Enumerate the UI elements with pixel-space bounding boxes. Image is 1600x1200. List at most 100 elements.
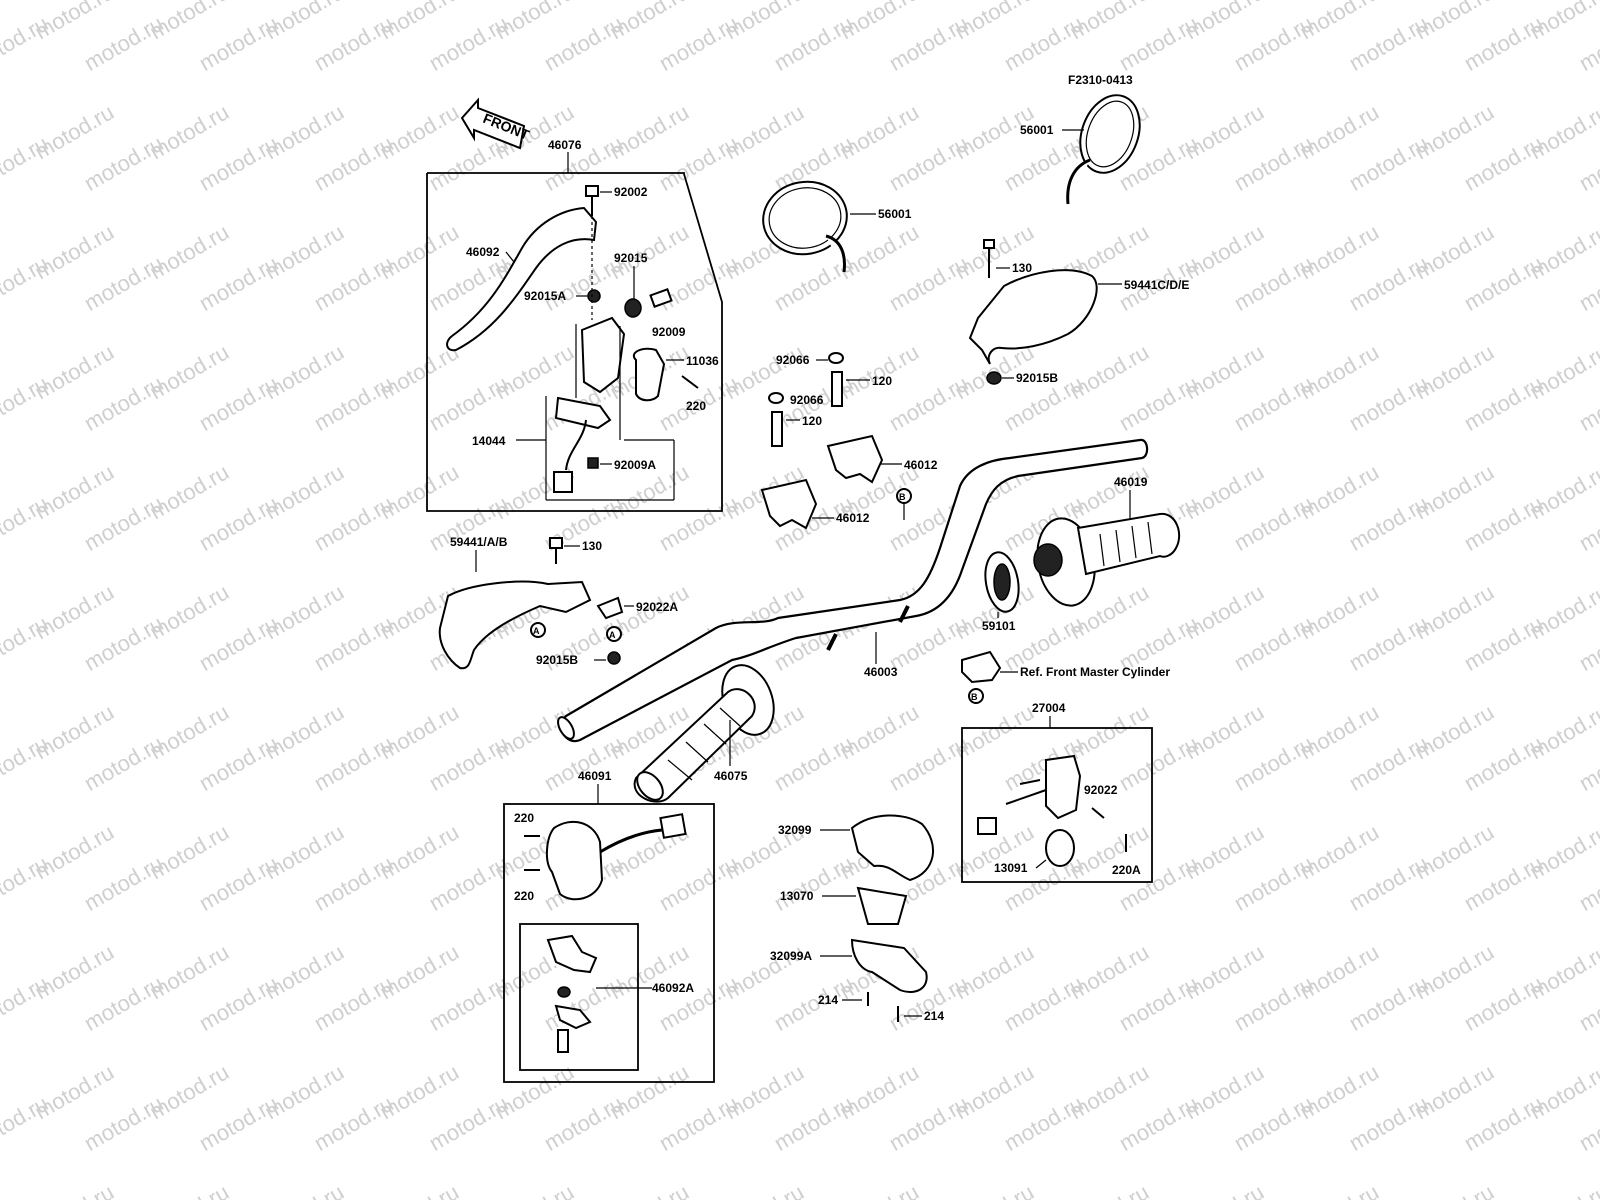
watermark-text: motod.ru [195,731,283,796]
watermark-text: motod.ru [80,11,168,76]
label-130-left: 130 [582,539,602,553]
watermark-text: motod.ru [655,131,743,196]
watermark-text: motod.ru [310,11,398,76]
handguard-59441CDE-part [968,269,1098,365]
holder-46012-b-part [760,478,818,530]
watermark-text: motod.ru [1000,971,1088,1036]
label-120-a: 120 [872,374,892,388]
ref-circle-a-left [530,622,546,638]
washer-92015-part [624,298,642,318]
watermark-text: motod.ru [1115,11,1203,76]
ref-a-left: A [533,626,540,636]
watermark-text: motod.ru [195,491,283,556]
mirror-56001-left-part [762,180,848,256]
watermark-text: motod.ru [425,731,513,796]
watermark-text: motod.ru [1345,251,1433,316]
watermark-text: motod.ru [195,611,283,676]
label-59441AB: 59441/A/B [450,535,508,549]
watermark-text: motod.ru [1460,251,1548,316]
watermark-text: motod.ru [310,611,398,676]
label-46012-a: 46012 [904,458,938,472]
clutch-lever-assembly-group: 46076 92002 46092 92015 92015A 92009 110… [426,138,723,512]
right-grip-group: 46019 59101 [982,475,1181,633]
watermark-text: motod.ru [195,251,283,316]
watermark-text: motod.ru [655,851,743,916]
housing-32099-part [850,814,935,882]
watermark-text: motod.ru [1345,971,1433,1036]
cable-guide-13070-part [856,886,908,925]
watermark-text: motod.ru [950,1179,1038,1200]
handlebar-group: B 46003 [557,438,1149,743]
watermark-text: motod.ru [1345,491,1433,556]
watermark-text: motod.ru [80,131,168,196]
watermark-text: motod.ru [1525,1179,1600,1200]
watermark-text: motod.ru [1115,971,1203,1036]
watermark-text: motod.ru [770,971,858,1036]
watermark-text: motod.ru [1230,611,1318,676]
label-92009A: 92009A [614,458,656,472]
clutch-switch-part [554,396,612,430]
label-92066-a: 92066 [776,353,810,367]
watermark-text: motod.ru [195,371,283,436]
switch-46091-group: 46091 220 220 46092A [503,769,715,1083]
label-59101: 59101 [982,619,1016,633]
label-ref-master: Ref. Front Master Cylinder [1020,665,1170,679]
switch-46091-box [503,803,715,1083]
watermark-text: motod.ru [540,971,628,1036]
watermark-text: motod.ru [80,491,168,556]
label-92002: 92002 [614,185,648,199]
watermark-text: motod.ru [425,371,513,436]
watermark-text: motod.ru [260,1179,348,1200]
watermark-text: motod.ru [1460,731,1548,796]
label-46092: 46092 [466,245,500,259]
ref-a-right: A [609,630,616,640]
watermark-text: motod.ru [655,251,743,316]
watermark-text: motod.ru [1230,1091,1318,1156]
label-214-b: 214 [924,1009,944,1023]
label-13091: 13091 [994,861,1028,875]
throttle-housing-group: 32099 13070 32099A 214 214 [770,814,944,1023]
label-92009: 92009 [652,325,686,339]
label-14044: 14044 [472,434,506,448]
watermark-text: motod.ru [1230,971,1318,1036]
watermark-text: motod.ru [1460,971,1548,1036]
watermark-text: motod.ru [1345,611,1433,676]
watermark-text: motod.ru [425,971,513,1036]
watermark-text: motod.ru [1115,851,1203,916]
label-130-top: 130 [1012,261,1032,275]
label-32099: 32099 [778,823,812,837]
watermark-text: motod.ru [195,971,283,1036]
label-11036: 11036 [686,354,719,368]
watermark-text: motod.ru [195,131,283,196]
watermark-text: motod.ru [195,11,283,76]
watermark-text: motod.ru [1460,491,1548,556]
watermark-text: motod.ru [540,11,628,76]
watermark-text: motod.ru [605,1179,693,1200]
watermark-text: motod.ru [540,1091,628,1156]
label-46012-b: 46012 [836,511,870,525]
label-220-top: 220 [686,399,706,413]
label-92066-b: 92066 [790,393,824,407]
watermark-text: motod.ru [375,1179,463,1200]
switch-connector-part [659,813,687,839]
watermark-text: motod.ru [80,731,168,796]
label-27004: 27004 [1032,701,1066,715]
ref-circle-a-right [606,626,622,642]
switch-housing-part [546,820,604,901]
watermark-text: motod.ru [80,1091,168,1156]
screw-92009A-part [587,457,599,469]
watermark-text: motod.ru [1460,851,1548,916]
watermark-text: motod.ru [1180,1179,1268,1200]
watermark-text: motod.ru [490,1179,578,1200]
mirror-left-group: 56001 [762,180,912,273]
watermark-text: motod.ru [1230,11,1318,76]
label-220-b: 220 [514,889,534,903]
watermark-text: motod.ru [1345,371,1433,436]
ref-b-top: B [899,492,906,502]
watermark-text: motod.ru [310,251,398,316]
watermark-text: motod.ru [1115,1091,1203,1156]
watermark-text: motod.ru [195,1091,283,1156]
watermark-text: motod.ru [1460,1091,1548,1156]
switch-inner-box [519,923,639,1071]
